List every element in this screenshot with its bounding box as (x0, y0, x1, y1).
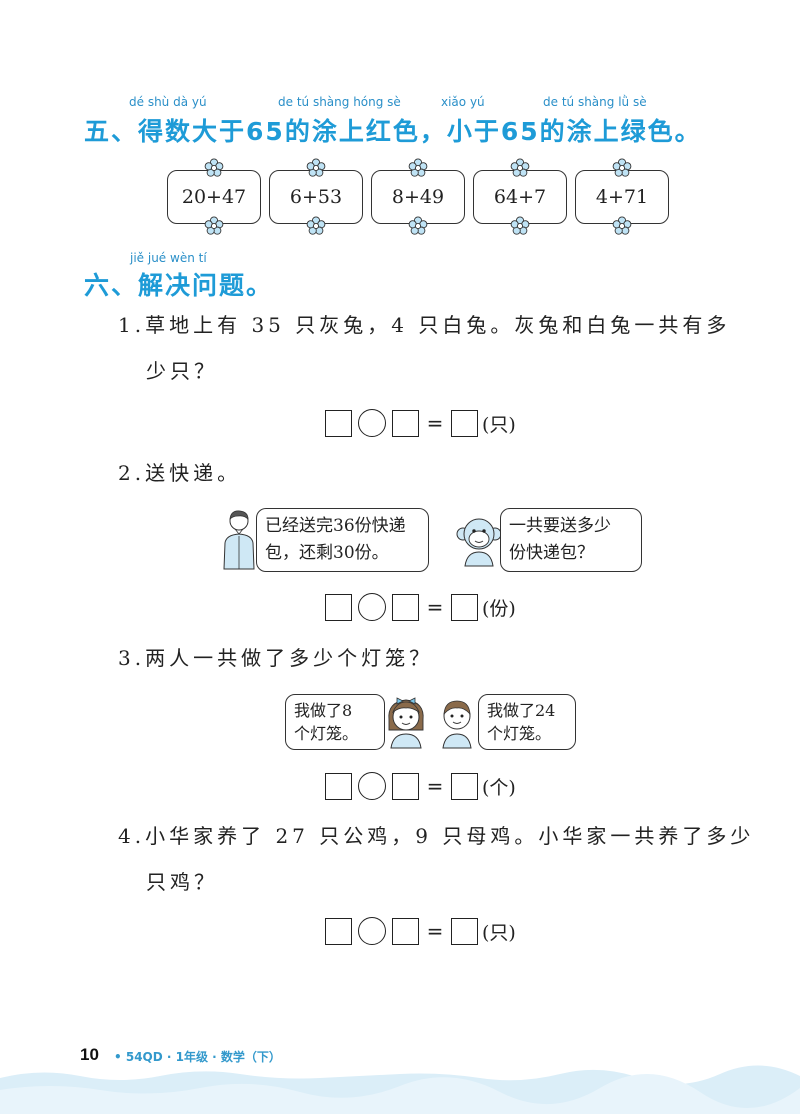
section5-title-part: 65 (500, 117, 540, 146)
answer-box[interactable] (392, 772, 419, 800)
answer-box[interactable] (325, 409, 352, 437)
flower-icon (408, 216, 428, 235)
unit-label: (只) (482, 921, 516, 944)
expression-card[interactable]: 20+47 (167, 158, 261, 235)
flower-icon (510, 158, 530, 177)
answer-box[interactable] (325, 593, 352, 621)
expression-text: 4+71 (595, 186, 649, 208)
expression-text: 8+49 (391, 186, 445, 208)
answer-box[interactable] (392, 409, 419, 437)
section5-title: 五、得数大于65的涂上红色，小于65的涂上绿色。 (84, 112, 702, 148)
bubble-line: 个灯笼。 (294, 724, 359, 743)
section5-title-part: 的涂上绿色。 (539, 117, 702, 146)
bubble-line: 我做了8 (294, 701, 353, 720)
answer-box[interactable] (392, 917, 419, 945)
pinyin-de-tu-shang-hong-se: de tú shàng hóng sè (278, 95, 401, 109)
question-4-text: 4.小华家养了 27 只公鸡，9 只母鸡。小华家一共养了多少 (118, 814, 754, 858)
expression-text: 6+53 (289, 186, 343, 208)
section5-number: 五、 (84, 117, 139, 146)
bubble-line: 份快递包？ (509, 543, 594, 563)
unit-label: (个) (482, 776, 516, 799)
unit-label: (只) (482, 413, 516, 436)
bubble-line: 已经送完36份快递 (265, 516, 406, 536)
flower-icon (204, 216, 224, 235)
answer-box[interactable] (325, 917, 352, 945)
operator-circle[interactable] (358, 409, 386, 437)
flower-icon (612, 216, 632, 235)
pinyin-de-tu-shang-lu-se: de tú shàng lǜ sè (543, 95, 647, 109)
bubble-line: 一共要送多少 (509, 516, 611, 536)
footer-book-info: • 54QD · 1年级 · 数学（下） (114, 1050, 281, 1064)
bubble-line: 个灯笼。 (487, 724, 552, 743)
question-number: 4. (118, 824, 146, 848)
footer-wave-decoration (0, 1065, 800, 1114)
answer-equation-3: = (个) (325, 771, 516, 801)
answer-box[interactable] (325, 772, 352, 800)
answer-equation-4: = (只) (325, 916, 516, 946)
operator-circle[interactable] (358, 772, 386, 800)
expression-card[interactable]: 8+49 (371, 158, 465, 235)
question-number: 1. (118, 313, 146, 337)
flower-icon (408, 158, 428, 177)
question-4-line2: 只鸡？ (146, 870, 218, 894)
question-number: 3. (118, 646, 146, 670)
speech-bubble-right: 一共要送多少 份快递包？ (500, 508, 642, 572)
question-line: 小华家养了 27 只公鸡，9 只母鸡。小华家一共养了多少 (145, 824, 755, 848)
expression-text: 64+7 (493, 186, 547, 208)
question-number: 2. (118, 461, 146, 485)
pinyin-jie-jue-wen-ti: jiě jué wèn tí (130, 251, 207, 265)
expression-card[interactable]: 6+53 (269, 158, 363, 235)
speech-bubble-left: 已经送完36份快递 包，还剩30份。 (256, 508, 429, 572)
section5-title-part: 得数大于 (138, 117, 247, 146)
delivery-man-illustration (223, 510, 255, 570)
monkey-illustration (456, 518, 502, 567)
bubble-line: 我做了24 (487, 701, 556, 720)
answer-equation-2: = (份) (325, 592, 516, 622)
expression-card[interactable]: 64+7 (473, 158, 567, 235)
section6-number: 六、 (84, 271, 139, 300)
section6-title: 六、解决问题。 (84, 266, 273, 302)
question-1-text: 1.草地上有 35 只灰兔，4 只白兔。灰兔和白兔一共有多 (118, 303, 730, 347)
section5-title-part: 65 (246, 117, 285, 146)
question-line: 两人一共做了多少个灯笼？ (145, 646, 434, 670)
equals-sign: = (426, 774, 444, 798)
question-2-text: 2.送快递。 (118, 451, 241, 495)
question-line: 草地上有 35 只灰兔，4 只白兔。灰兔和白兔一共有多 (145, 313, 731, 337)
equals-sign: = (426, 919, 444, 943)
flower-icon (612, 158, 632, 177)
flower-icon (306, 216, 326, 235)
speech-bubble-boy: 我做了24 个灯笼。 (478, 694, 576, 750)
answer-box[interactable] (392, 593, 419, 621)
pinyin-xiao-yu: xiǎo yú (441, 95, 485, 109)
bubble-line: 包，还剩30份。 (265, 543, 389, 563)
section5-title-part: 的涂上红色，小于 (284, 117, 501, 146)
answer-equation-1: = (只) (325, 408, 516, 438)
answer-box[interactable] (451, 593, 478, 621)
pinyin-de-shu-da-yu: dé shù dà yú (129, 95, 207, 109)
equals-sign: = (426, 595, 444, 619)
girl-illustration (388, 697, 424, 749)
unit-label: (份) (482, 597, 516, 620)
question-1-line2: 少只？ (146, 359, 218, 383)
expression-card[interactable]: 4+71 (575, 158, 669, 235)
speech-bubble-girl: 我做了8 个灯笼。 (285, 694, 385, 750)
section6-title-text: 解决问题。 (138, 271, 274, 300)
question-line: 送快递。 (145, 461, 242, 485)
boy-illustration (442, 700, 472, 749)
question-3-text: 3.两人一共做了多少个灯笼？ (118, 636, 433, 680)
expression-text: 20+47 (181, 186, 247, 208)
answer-box[interactable] (451, 409, 478, 437)
operator-circle[interactable] (358, 593, 386, 621)
flower-icon (204, 158, 224, 177)
answer-box[interactable] (451, 772, 478, 800)
answer-box[interactable] (451, 917, 478, 945)
flower-icon (510, 216, 530, 235)
flower-icon (306, 158, 326, 177)
equals-sign: = (426, 411, 444, 435)
operator-circle[interactable] (358, 917, 386, 945)
page-number: 10 (80, 1045, 99, 1064)
